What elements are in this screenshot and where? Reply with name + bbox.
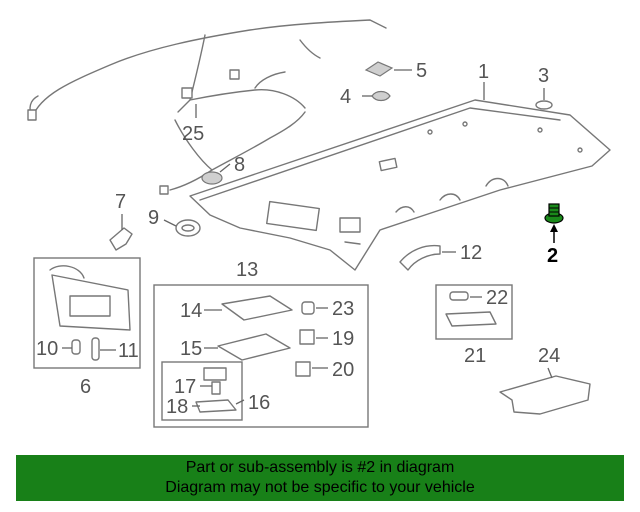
- callout-14: 14: [180, 300, 202, 322]
- callout-15: 15: [180, 338, 202, 360]
- banner-line-1: Part or sub-assembly is #2 in diagram: [185, 459, 455, 476]
- callout-19: 19: [332, 328, 354, 350]
- cap-part-3: [535, 100, 553, 110]
- wiring-harness: [27, 19, 387, 195]
- grommet-part-9: [175, 219, 201, 237]
- callout-16: 16: [248, 392, 270, 414]
- lamp-box: [435, 284, 513, 340]
- info-banner: Part or sub-assembly is #2 in diagram Di…: [16, 455, 624, 501]
- banner-line-2: Diagram may not be specific to your vehi…: [165, 479, 475, 496]
- callout-11: 11: [118, 340, 139, 362]
- callout-24: 24: [538, 345, 560, 367]
- callout-3: 3: [538, 65, 549, 87]
- clip-part-4: [371, 90, 391, 102]
- callout-6: 6: [80, 376, 91, 398]
- callout-10: 10: [36, 338, 58, 360]
- callout-12: 12: [460, 242, 482, 264]
- bracket-part-7: [109, 227, 133, 251]
- callout-4: 4: [340, 86, 351, 108]
- clip-part-5: [364, 61, 394, 77]
- callout-9: 9: [148, 207, 159, 229]
- module-part-24: [499, 375, 591, 415]
- callout-13: 13: [236, 259, 258, 281]
- console-box: [153, 284, 369, 428]
- callout-8: 8: [234, 154, 245, 176]
- callout-1: 1: [478, 61, 489, 83]
- callout-22: 22: [486, 287, 508, 309]
- callout-17: 17: [174, 376, 196, 398]
- callout-7: 7: [115, 191, 126, 213]
- parts-diagram: 1 2 3 4 5 6 7 8 9 10 11 12 13 14 15 16 1…: [27, 19, 611, 428]
- fastener-part-2: [544, 203, 564, 224]
- visor-box: [33, 257, 141, 369]
- callout-23: 23: [332, 298, 354, 320]
- assist-handle-part-12: [399, 244, 441, 271]
- grommet-part-8: [201, 171, 223, 185]
- callout-20: 20: [332, 359, 354, 381]
- callout-5: 5: [416, 60, 427, 82]
- headliner: [189, 99, 611, 271]
- callout-2: 2: [547, 245, 558, 267]
- leader-lines: [62, 69, 558, 407]
- callout-25: 25: [182, 123, 204, 145]
- callout-18: 18: [166, 396, 188, 418]
- callout-21: 21: [464, 345, 486, 367]
